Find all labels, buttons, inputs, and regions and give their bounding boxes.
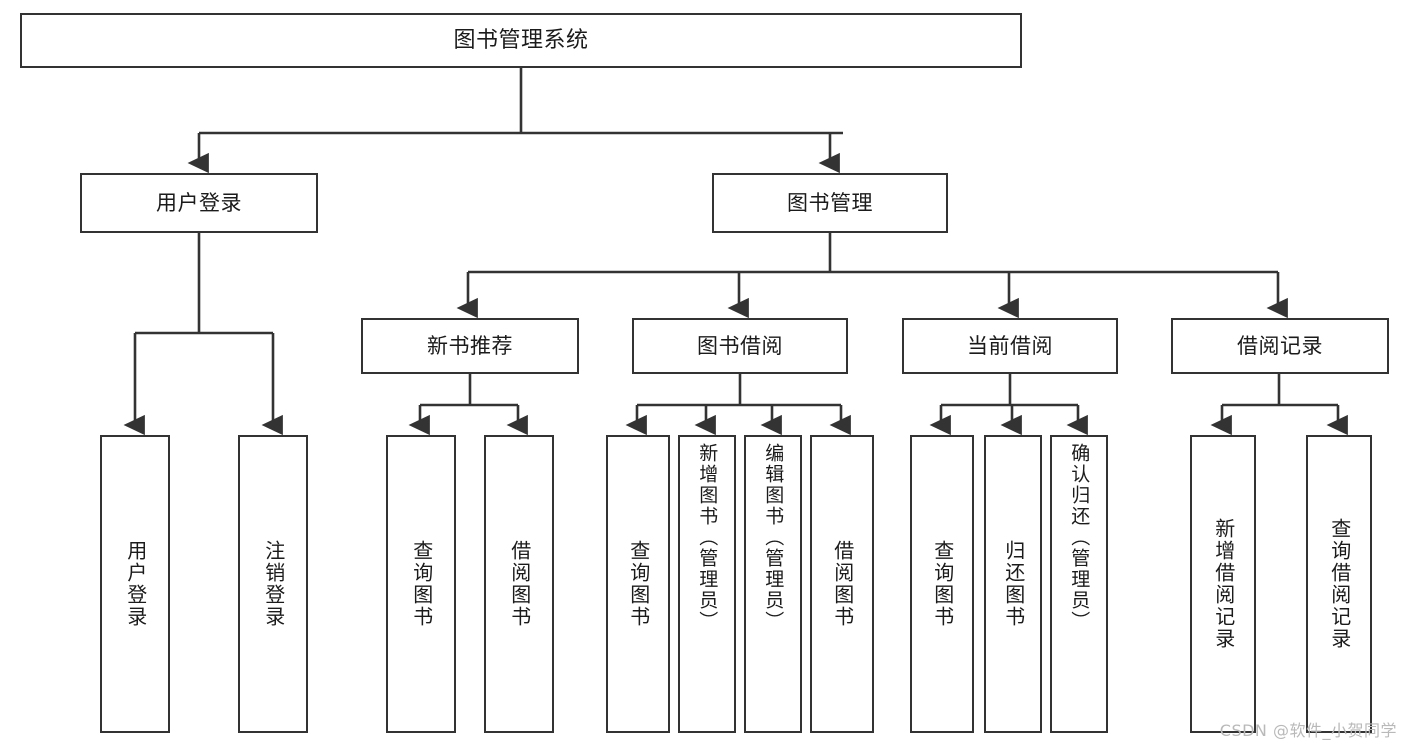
- leaf-query-books-current[interactable]: 查询图书: [910, 435, 974, 733]
- node-new-book-recommendation[interactable]: 新书推荐: [361, 318, 579, 374]
- node-label: 图书管理系统: [453, 27, 589, 53]
- leaf-borrow-books[interactable]: 借阅图书: [810, 435, 874, 733]
- node-label: 借阅图书: [507, 540, 532, 628]
- node-label: 图书借阅: [697, 333, 783, 358]
- node-label: 新增图书（管理员）: [696, 443, 719, 632]
- node-label: 新书推荐: [427, 333, 513, 358]
- node-label: 图书管理: [787, 190, 873, 215]
- leaf-query-borrow-record[interactable]: 查询借阅记录: [1306, 435, 1372, 733]
- node-borrowing-records[interactable]: 借阅记录: [1171, 318, 1389, 374]
- leaf-borrow-books-new[interactable]: 借阅图书: [484, 435, 554, 733]
- leaf-logout[interactable]: 注销登录: [238, 435, 308, 733]
- node-label: 用户登录: [156, 190, 242, 215]
- node-label: 确认归还（管理员）: [1068, 443, 1091, 632]
- leaf-query-books-borrow[interactable]: 查询图书: [606, 435, 670, 733]
- leaf-return-books[interactable]: 归还图书: [984, 435, 1042, 733]
- node-current-borrowing[interactable]: 当前借阅: [902, 318, 1118, 374]
- node-book-borrowing[interactable]: 图书借阅: [632, 318, 848, 374]
- node-label: 当前借阅: [967, 333, 1053, 358]
- node-label: 归还图书: [1001, 540, 1026, 628]
- node-label: 查询图书: [930, 540, 955, 628]
- leaf-query-books-new[interactable]: 查询图书: [386, 435, 456, 733]
- csdn-watermark: CSDN @软件_小贺同学: [1219, 721, 1397, 740]
- node-user-login[interactable]: 用户登录: [80, 173, 318, 233]
- node-label: 查询借阅记录: [1327, 518, 1352, 650]
- node-label: 用户登录: [123, 540, 148, 628]
- node-label: 编辑图书（管理员）: [762, 443, 785, 632]
- leaf-confirm-return-admin[interactable]: 确认归还（管理员）: [1050, 435, 1108, 733]
- leaf-edit-book-admin[interactable]: 编辑图书（管理员）: [744, 435, 802, 733]
- node-label: 新增借阅记录: [1211, 518, 1236, 650]
- node-label: 查询图书: [626, 540, 651, 628]
- node-label: 借阅图书: [830, 540, 855, 628]
- node-label: 注销登录: [261, 540, 286, 628]
- node-label: 查询图书: [409, 540, 434, 628]
- leaf-add-book-admin[interactable]: 新增图书（管理员）: [678, 435, 736, 733]
- leaf-user-login[interactable]: 用户登录: [100, 435, 170, 733]
- node-label: 借阅记录: [1237, 333, 1323, 358]
- node-book-management[interactable]: 图书管理: [712, 173, 948, 233]
- node-root-system[interactable]: 图书管理系统: [20, 13, 1022, 68]
- leaf-add-borrow-record[interactable]: 新增借阅记录: [1190, 435, 1256, 733]
